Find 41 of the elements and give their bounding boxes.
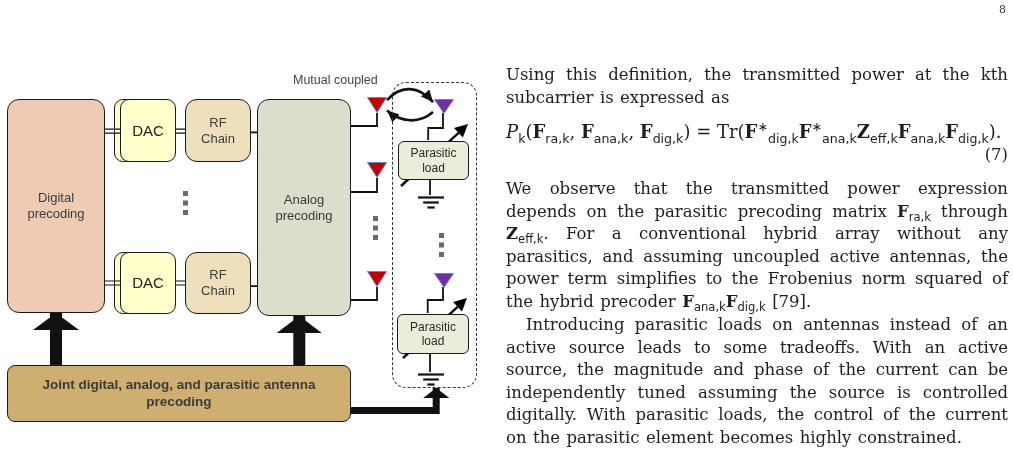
- process-box: RF Chain: [185, 99, 251, 162]
- ground-symbol: [418, 373, 444, 386]
- connector-line: [350, 112, 378, 127]
- connector-line: [350, 286, 378, 301]
- paragraph: Using this definition, the transmitted power at the kth subcarrier is expressed as: [506, 64, 1008, 109]
- antenna-symbol: [367, 162, 387, 178]
- process-box: Analog precoding: [257, 99, 351, 316]
- coupling-arrow: [386, 109, 434, 123]
- connector-line: [427, 112, 444, 141]
- ground-symbol: [418, 196, 444, 209]
- antenna-symbol: [367, 97, 387, 113]
- connector-line: [175, 280, 186, 286]
- control-arrow: [33, 313, 79, 365]
- connector-line: [104, 128, 121, 134]
- coupling-arrow: [386, 87, 434, 103]
- antenna-symbol: [367, 271, 387, 287]
- converter-box: DAC: [120, 99, 176, 162]
- control-box: Joint digital, analog, and parasitic antenna precoding: [7, 365, 351, 422]
- converter-box: DAC: [120, 252, 176, 314]
- connector-line: [350, 177, 378, 193]
- antenna-symbol: [434, 99, 454, 114]
- connector-line: [250, 285, 258, 287]
- equation-number: (7): [984, 145, 1008, 166]
- connector-line: [429, 178, 431, 196]
- control-arrow: [276, 316, 322, 365]
- load-box: Parasitic load: [398, 141, 469, 180]
- connector-line: [250, 131, 258, 134]
- connector-line: [104, 280, 121, 286]
- annotation-label: Mutual coupled: [293, 73, 378, 87]
- paragraph: Introducing parasitic loads on antennas instead of an active source leads to some tradeoffs. With an active source, the magnitude and phase of the current can be independently tuned assuming the source is controlled digitally. With parasitic loads, the control of the current on the parasitic element becomes highly constrained.: [506, 314, 1008, 449]
- antenna-symbol: [434, 273, 454, 288]
- connector-line: [429, 352, 431, 373]
- connector-line: [175, 128, 186, 134]
- page-number: 8: [998, 3, 1006, 16]
- paragraph: We observe that the transmitted power expression depends on the parasitic precoding matrix F$_{ra,k}$ through Z$_{eff,k}$. For a conventional hybrid array without any parasitics, and assuming uncoupled active antennas, the power term simplifies to the Frobenius norm squared of the hybrid precoder F$_{ana,k}$F$_{dig,k}$ [79].: [506, 178, 1008, 313]
- load-box: Parasitic load: [397, 314, 469, 354]
- process-box: Digital precoding: [7, 99, 105, 313]
- connector-line: [426, 286, 444, 314]
- dashed-group-box: [392, 82, 477, 388]
- equation: P$_{k}$(F$_{ra,k}$, F$_{ana,k}$, F$_{dig,k}$) = Tr(F$^{∗}$$_{dig,k}$F$^{∗}$$_{ana,k}$Z$_{eff,k}$F$_{ana,k}$F$_{dig,k}$).: [506, 121, 1002, 144]
- process-box: RF Chain: [185, 252, 251, 314]
